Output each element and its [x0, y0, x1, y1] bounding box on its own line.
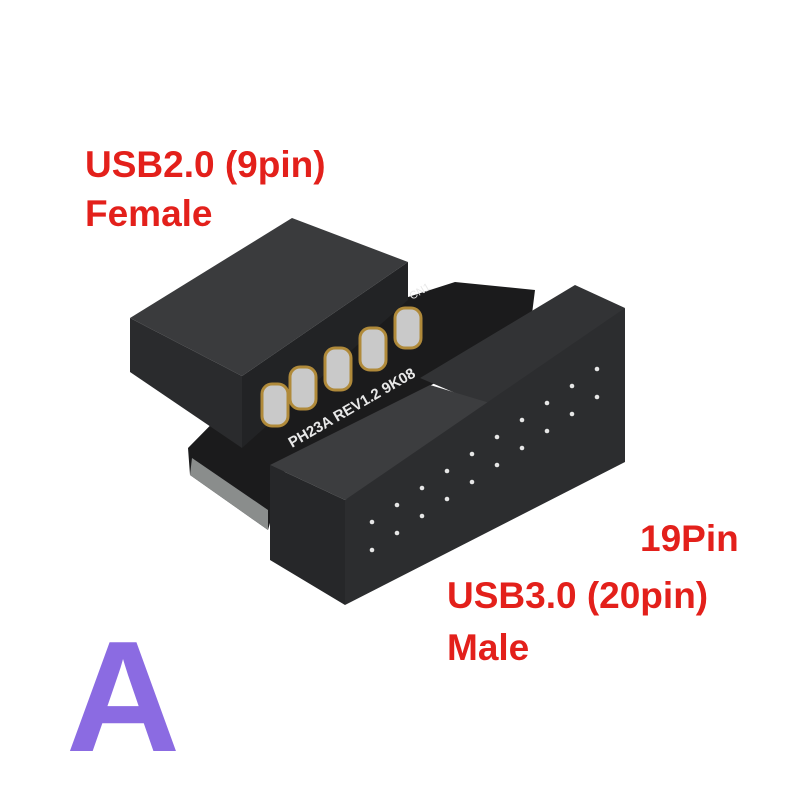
female-label-line2: Female [85, 193, 213, 234]
pin-hole [544, 428, 550, 434]
pin-hole [394, 502, 400, 508]
pin-hole [519, 445, 525, 451]
pin-hole [569, 383, 575, 389]
male-label-line1: USB3.0 (20pin) [447, 575, 709, 616]
pin-hole [369, 547, 375, 553]
male-label-line2: Male [447, 627, 530, 668]
pin-hole [469, 451, 475, 457]
male-header-top [270, 385, 520, 500]
pin-hole [369, 519, 375, 525]
male-pin-note: 19Pin [640, 518, 739, 559]
pin-hole [394, 530, 400, 536]
female-contacts [260, 306, 423, 428]
pin-hole [444, 468, 450, 474]
male-header-left [270, 465, 345, 605]
variant-letter: A [66, 609, 181, 785]
male-header-front [345, 308, 625, 605]
pcb-edge [190, 458, 268, 530]
pin-hole [519, 417, 525, 423]
pin-hole [569, 411, 575, 417]
male-header-rear-wall [420, 285, 625, 412]
female-label-line1: USB2.0 (9pin) [85, 144, 326, 185]
pin-hole [594, 366, 600, 372]
pin-hole [469, 479, 475, 485]
male-pin-holes [369, 366, 600, 553]
pin-hole [544, 400, 550, 406]
pin-hole [419, 485, 425, 491]
pin-hole [494, 462, 500, 468]
pin-hole [594, 394, 600, 400]
pin-hole [419, 513, 425, 519]
female-housing-front [130, 318, 242, 448]
pin-hole [444, 496, 450, 502]
pin-hole [494, 434, 500, 440]
female-housing-top [130, 218, 408, 376]
